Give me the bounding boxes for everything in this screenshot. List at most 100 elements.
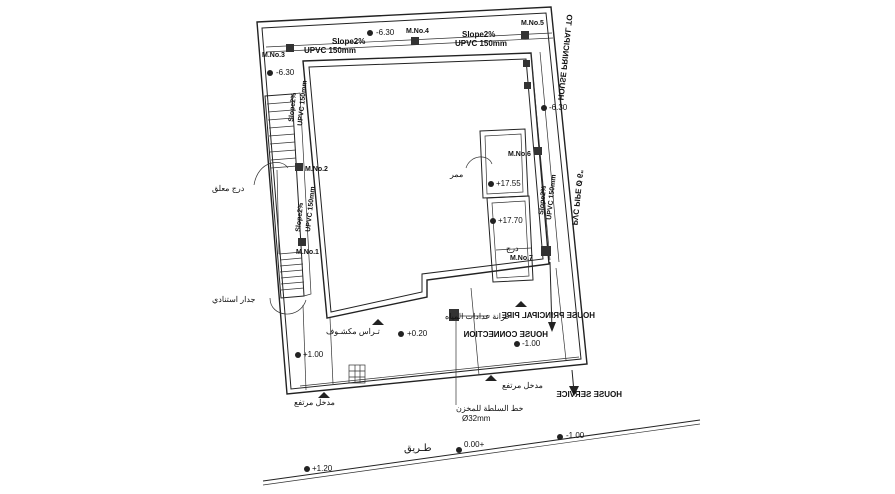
level-dot-left [267, 70, 273, 76]
manhole-3 [286, 44, 294, 52]
entrance-left-label: مدخل مرتفع [294, 398, 335, 407]
front-inner-boundary-2 [329, 317, 334, 385]
upvc-top-right: UPVC 150mm [455, 39, 507, 48]
mirror-annotation-1: HOUSE PRINCIPAL TO [556, 14, 574, 101]
mirror-annotation-3: HOUSE PRINCIPAL PIPE [501, 311, 595, 320]
upvc-right: UPVC 150mm [546, 174, 558, 220]
manhole-corner-b [524, 82, 531, 89]
stair-room-sep [495, 247, 532, 251]
level-right: -6.30 [549, 103, 568, 112]
level-symbols [267, 30, 563, 472]
level-top: -6.30 [376, 28, 395, 37]
stair-right-label: درج [506, 244, 519, 253]
top-drain-line [265, 32, 553, 48]
level-dot-top [367, 30, 373, 36]
level-dot-right [541, 105, 547, 111]
manhole-5-label: M.No.5 [521, 20, 544, 27]
manhole-4-label: M.No.4 [406, 28, 429, 35]
level-000-road: 0.00+ [464, 440, 485, 449]
retaining-wall-label: جدار استنادي [212, 295, 256, 304]
supply-line-label: خط السلطة للمخزن [456, 404, 524, 413]
level-1670: +17.70 [498, 216, 523, 225]
level-dot-1755 [488, 181, 494, 187]
road-edge-upper [262, 419, 701, 482]
sewer-arrow-head-1 [548, 322, 556, 332]
left-strip-inner [291, 92, 312, 297]
terrace-label: تـراس مكشـوف [326, 327, 380, 336]
manhole-6-label: M.No.6 [508, 151, 531, 158]
corridor-label: ممر [449, 170, 463, 179]
lower-stair-treads [278, 251, 305, 291]
road-edge-upper-2 [262, 423, 701, 486]
water-meter-box [449, 309, 459, 321]
mirror-annotation-2: PVC PIPE Ø 6" [570, 169, 585, 226]
front-yard-line [302, 304, 307, 391]
entrance-triangle-left [318, 392, 330, 398]
manhole-7-label: M.No.7 [510, 255, 533, 262]
stair-room [486, 195, 534, 283]
stair-left-leader [253, 162, 289, 186]
sewer-arrows [548, 261, 579, 396]
mirror-annotation-5: HOUSE SERVICE [556, 390, 622, 399]
right-drain-channel [530, 52, 551, 261]
upvc-left-lower: UPVC 150mm [305, 186, 317, 232]
front-inner-boundary [299, 356, 580, 387]
stair-rail [276, 169, 280, 255]
sewer-arrow-line-1 [549, 261, 553, 331]
entrance-right-label: مدخل مرتفع [502, 381, 543, 390]
manhole-2 [295, 163, 303, 171]
level-dot-120 [304, 466, 310, 472]
terrace-triangle [372, 319, 384, 325]
level-dot-020 [398, 331, 404, 337]
upvc-top-left: UPVC 150mm [304, 46, 356, 55]
manhole-3-label: M.No.3 [262, 52, 285, 59]
level-dot-100-road [557, 434, 563, 440]
manhole-7 [541, 246, 551, 256]
level-dot-1670 [490, 218, 496, 224]
slope-left-upper: Slope2% [288, 92, 298, 123]
retaining-wall-leader [269, 297, 307, 315]
water-tank-triangle [515, 301, 527, 307]
stair-left-label: درج معلق [212, 184, 245, 193]
level-120: +1.20 [312, 464, 333, 473]
manhole-1 [298, 238, 306, 246]
corridor-room-inner [484, 133, 524, 195]
plot-boundary-inner [261, 12, 582, 390]
plot-boundary-outer [256, 6, 588, 395]
stair-room-inner [491, 200, 530, 279]
sewer-arrow-head-2 [569, 386, 579, 396]
upvc-left-upper: UPVC 150mm [297, 80, 309, 126]
manhole-corner-a [523, 60, 530, 67]
level-020: +0.20 [407, 329, 428, 338]
corridor-leader [465, 156, 493, 169]
level-dot-100-left [295, 352, 301, 358]
front-divider [470, 287, 480, 376]
slope-top-left: Slope2% [332, 37, 365, 46]
manhole-5 [521, 31, 529, 39]
slope-top-right: Slope2% [462, 30, 495, 39]
level-dot-000 [456, 447, 462, 453]
manhole-6 [534, 147, 542, 155]
manhole-4 [411, 37, 419, 45]
manhole-markers [286, 31, 551, 321]
level-1755: +17.55 [496, 179, 521, 188]
manhole-2-label: M.No.2 [305, 166, 328, 173]
slope-right: Slope2% [538, 185, 548, 216]
level-100-mid: -1.00 [522, 339, 541, 348]
supply-dia-label: Ø32mm [462, 414, 491, 423]
water-tank-label: خزانة عدادات المياه [445, 312, 510, 321]
level-100-road: -1.00 [566, 431, 585, 440]
level-left: -6.30 [276, 68, 295, 77]
front-divider-2 [555, 267, 567, 361]
right-drain-channel-2 [539, 51, 560, 263]
gate-block-lines [349, 365, 365, 383]
level-100-left: +1.00 [303, 350, 324, 359]
building-outline-inner [308, 58, 544, 313]
gate-block [348, 364, 366, 384]
suspended-stair-treads [266, 101, 298, 169]
slope-left-lower: Slope2% [295, 202, 305, 233]
top-drain-line-2 [265, 37, 554, 53]
road-label: طـريق [404, 443, 432, 454]
